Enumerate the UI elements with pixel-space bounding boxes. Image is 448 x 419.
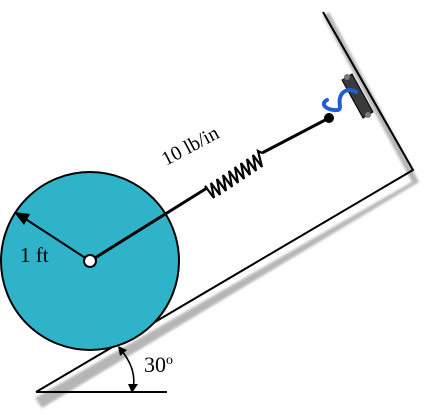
incline-structure xyxy=(35,11,415,393)
radius-arrow xyxy=(14,212,91,262)
cable-lower xyxy=(89,186,208,263)
center-pin xyxy=(83,254,97,268)
radius-label: 1 ft xyxy=(20,243,49,267)
angle-label: 30o xyxy=(144,352,173,377)
hook-icon xyxy=(321,88,358,113)
angle-arc xyxy=(118,346,138,393)
spring xyxy=(204,148,264,199)
angle-value: 30 xyxy=(144,352,166,377)
bracket-icon xyxy=(341,73,374,119)
angle-unit: o xyxy=(166,353,173,368)
cable-upper xyxy=(261,116,330,155)
spring-constant-label: 10 lb/in xyxy=(158,122,223,170)
anchor-point xyxy=(324,113,334,123)
